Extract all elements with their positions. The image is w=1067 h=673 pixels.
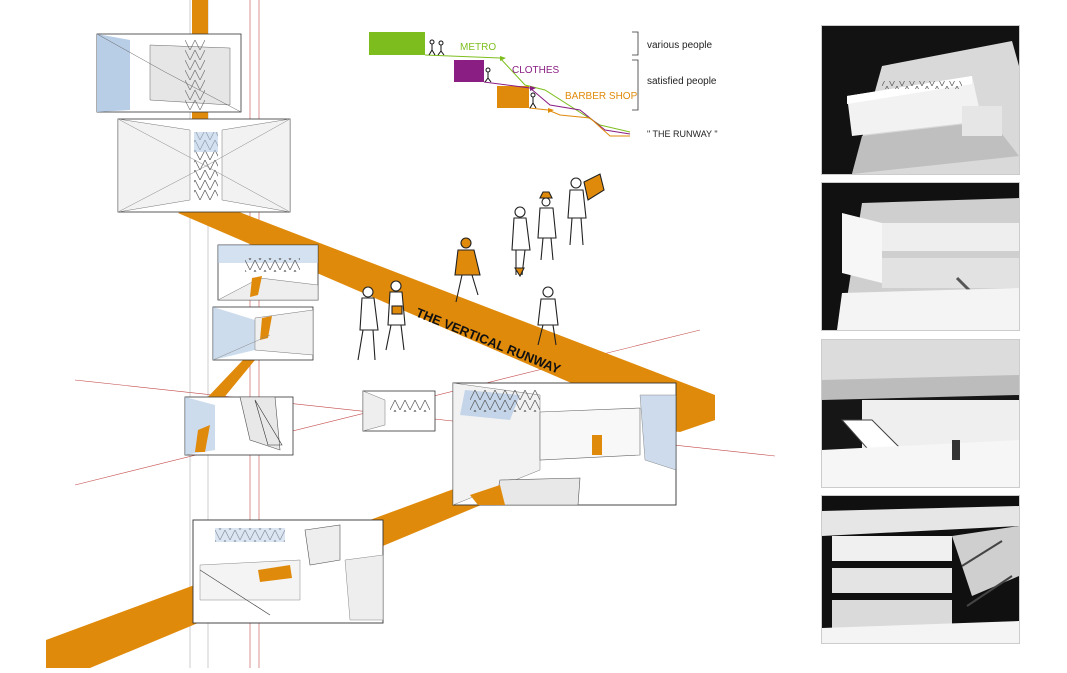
person-icon bbox=[428, 39, 537, 109]
interior-sketch-5 bbox=[184, 396, 294, 456]
legend-satisfied: satisfied people bbox=[647, 76, 717, 87]
interior-sketch-7 bbox=[452, 382, 677, 506]
model-photo-2 bbox=[822, 183, 1019, 330]
legend-clothes: CLOTHES bbox=[512, 65, 560, 76]
person-figure-6 bbox=[567, 173, 605, 246]
legend-graphic bbox=[369, 31, 639, 137]
model-photo-4 bbox=[822, 496, 1019, 643]
people-figures bbox=[357, 173, 605, 361]
person-figure-2 bbox=[385, 280, 406, 351]
interior-sketch-6 bbox=[362, 390, 436, 432]
interior-sketch-1 bbox=[96, 33, 242, 113]
person-figure-1 bbox=[357, 286, 379, 361]
person-figure-4 bbox=[511, 206, 531, 278]
model-photo-3 bbox=[822, 340, 1019, 487]
interior-sketch-4 bbox=[212, 306, 314, 361]
model-photo-1 bbox=[822, 26, 1019, 174]
interior-sketch-2 bbox=[117, 118, 291, 213]
person-figure-3 bbox=[454, 237, 481, 303]
legend-runway: " THE RUNWAY " bbox=[647, 129, 718, 139]
interior-sketch-8 bbox=[192, 519, 384, 624]
interior-sketch-3 bbox=[217, 244, 319, 301]
legend-metro: METRO bbox=[460, 42, 496, 53]
person-figure-5 bbox=[537, 191, 557, 261]
legend-various: various people bbox=[647, 40, 712, 51]
legend-barber: BARBER SHOP bbox=[565, 91, 638, 102]
person-figure-7 bbox=[537, 286, 559, 346]
